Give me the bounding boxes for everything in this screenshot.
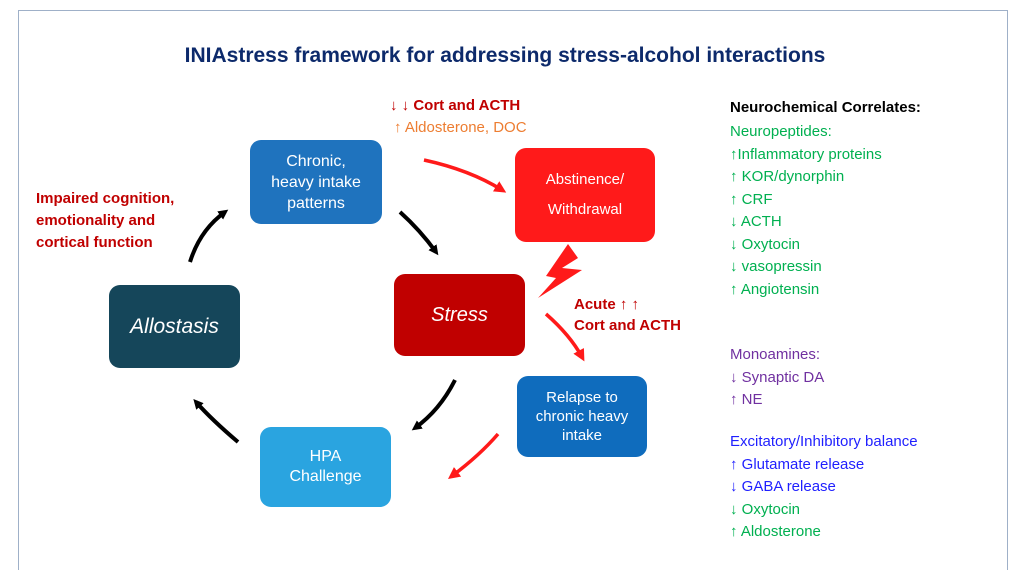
neuropeptide-item: ↑ Angiotensin <box>730 280 820 298</box>
lightning-bolt-icon <box>538 244 582 298</box>
neuropeptide-item: ↓ Oxytocin <box>730 235 801 253</box>
node-relapse: Relapse to chronic heavy intake <box>517 376 647 457</box>
excitatory-item: ↑ Glutamate release <box>730 455 865 473</box>
diagram-title: INIAstress framework for addressing stre… <box>184 44 826 67</box>
monoamines-section: Monoamines: ↓ Synaptic DA ↑ NE <box>730 344 824 412</box>
label-acute-cort-acth: Acute ↑ ↑ Cort and ACTH <box>574 296 681 334</box>
neuropeptides-section: Neuropeptides: ↑Inflammatory proteins ↑ … <box>730 121 882 301</box>
arrow-hpa-to-allostasis <box>193 399 240 444</box>
monoamines-title: Monoamines: <box>730 346 821 363</box>
neuropeptide-item: ↑Inflammatory proteins <box>730 145 882 163</box>
neuropeptides-title: Neuropeptides: <box>730 123 832 140</box>
node-stress: Stress <box>394 274 525 356</box>
node-abstinence-withdrawal: Abstinence/ Withdrawal <box>515 148 655 242</box>
arrow-chronic-to-abstinence <box>423 158 507 193</box>
excitatory-title: Excitatory/Inhibitory balance <box>730 433 918 450</box>
label-cort-acth-down: ↓ ↓ Cort and ACTH <box>390 97 521 114</box>
excitatory-item: ↓ Oxytocin <box>730 500 801 518</box>
node-hpa-challenge: HPA Challenge <box>260 427 391 507</box>
excitatory-inhibitory-section: Excitatory/Inhibitory balance ↑ Glutamat… <box>730 431 918 544</box>
neuropeptide-item: ↑ CRF <box>730 190 773 208</box>
arrow-relapse-to-hpa <box>448 432 500 480</box>
label-impaired-cognition: Impaired cognition, emotionality and cor… <box>36 190 175 251</box>
excitatory-item: ↓ GABA release <box>730 478 836 495</box>
excitatory-item: ↑ Aldosterone <box>730 523 821 540</box>
arrow-stress-to-relapse <box>544 312 585 362</box>
label-aldosterone-doc: ↑ Aldosterone, DOC <box>394 119 527 136</box>
arrow-allostasis-to-chronic <box>188 209 229 263</box>
arrow-chronic-to-stress <box>398 210 439 256</box>
slide-frame <box>18 10 1008 570</box>
node-allostasis: Allostasis <box>109 285 240 368</box>
neuropeptide-item: ↓ ACTH <box>730 213 782 230</box>
neurochemical-heading: Neurochemical Correlates: <box>730 99 921 116</box>
neuropeptide-item: ↑ KOR/dynorphin <box>730 168 845 185</box>
node-chronic-heavy-intake: Chronic, heavy intake patterns <box>250 140 382 224</box>
monoamine-item: ↓ Synaptic DA <box>730 368 825 386</box>
neuropeptide-item: ↓ vasopressin <box>730 258 822 275</box>
arrow-stress-to-hpa <box>411 379 457 431</box>
monoamine-item: ↑ NE <box>730 391 763 408</box>
